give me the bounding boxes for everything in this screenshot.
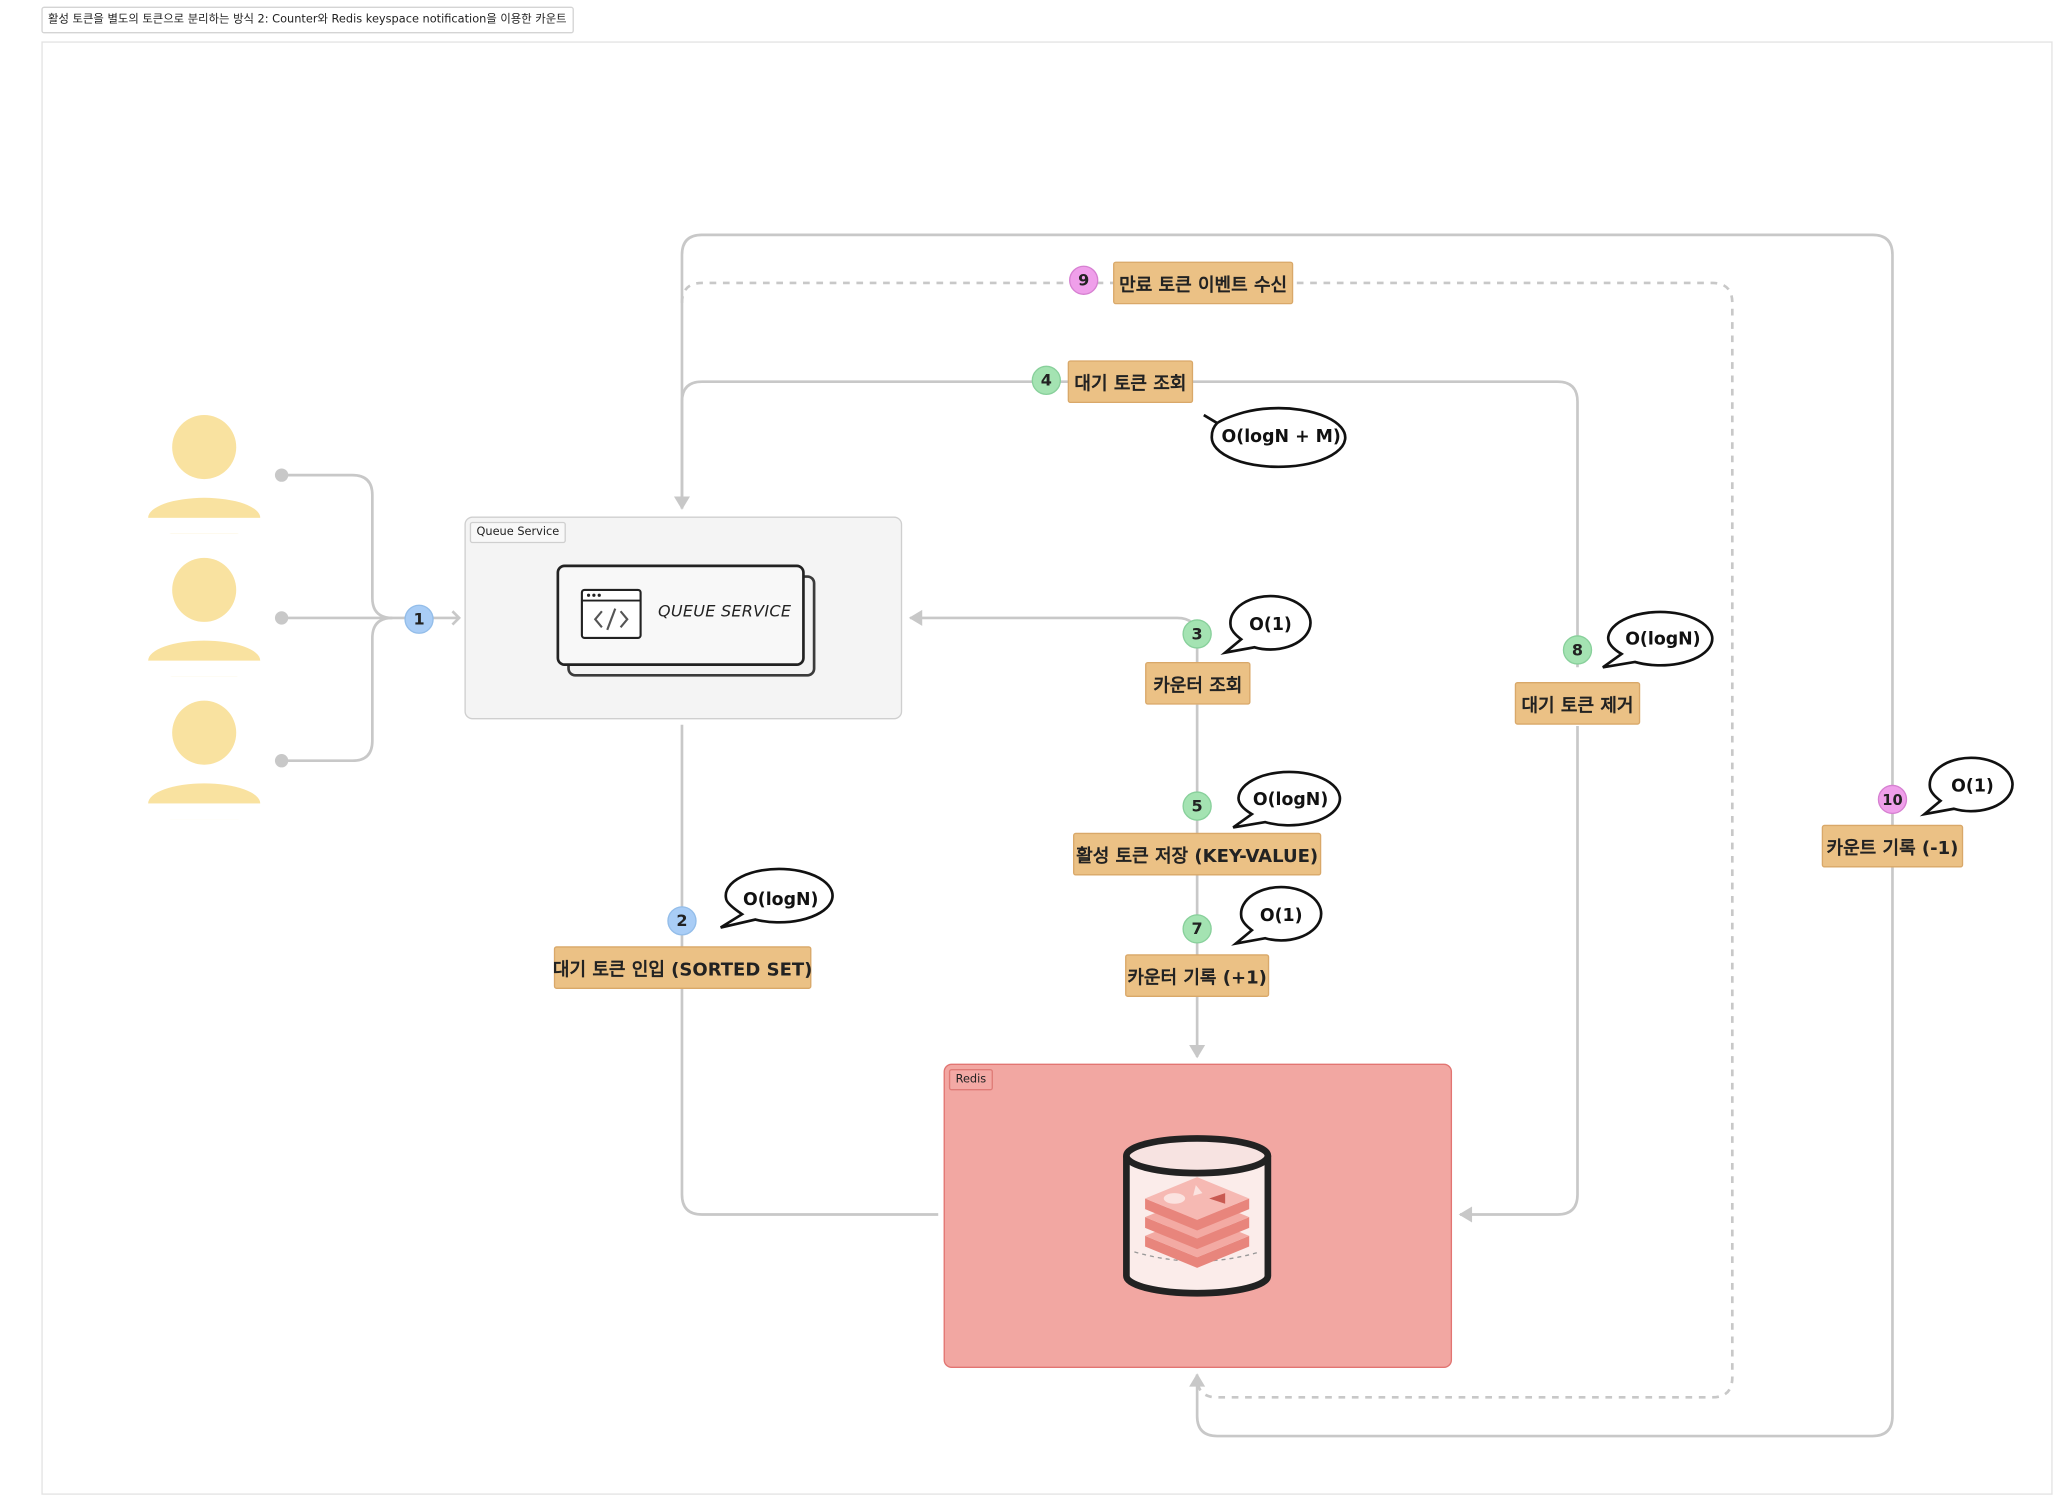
speech-bubble-icon <box>1220 594 1312 655</box>
queue-service-node-label: QUEUE SERVICE <box>657 601 792 621</box>
step-7-badge: 7 <box>1182 914 1212 944</box>
step-9-badge: 9 <box>1069 265 1099 295</box>
step-8-complexity: O(logN) <box>1625 629 1701 650</box>
speech-bubble-icon <box>1919 756 2014 817</box>
speech-bubble-icon <box>1203 406 1347 469</box>
step-4-label: 대기 토큰 조회 <box>1067 360 1194 404</box>
edge-user-1 <box>281 473 393 620</box>
step-7-complexity: O(1) <box>1259 905 1303 926</box>
step-3-badge: 3 <box>1182 619 1212 649</box>
step-3-complexity: O(1) <box>1249 614 1292 635</box>
code-window-icon <box>580 588 642 640</box>
step-5-badge: 5 <box>1182 791 1212 821</box>
step-5-label: 활성 토큰 저장 (KEY-VALUE) <box>1073 832 1322 876</box>
redis-group-tag: Redis <box>948 1069 993 1091</box>
speech-bubble-icon <box>1231 885 1323 946</box>
redis-database-icon <box>1123 1135 1272 1297</box>
user-1-icon <box>144 415 265 534</box>
step-7-label: 카운터 기록 (+1) <box>1125 954 1270 997</box>
step-2-badge: 2 <box>667 906 697 936</box>
edge-step-8 <box>1458 726 1579 1223</box>
edge-step-3 <box>908 609 1199 668</box>
step-10-label: 카운트 기록 (-1) <box>1821 824 1964 868</box>
step-9-label: 만료 토큰 이벤트 수신 <box>1113 261 1294 305</box>
step-4-badge: 4 <box>1031 365 1062 396</box>
user-3-icon <box>144 700 265 820</box>
step-2-label: 대기 토큰 인입 (SORTED SET) <box>553 946 812 989</box>
step-10-badge: 10 <box>1877 784 1908 815</box>
step-10-complexity: O(1) <box>1951 776 1994 797</box>
speech-bubble-icon <box>1602 610 1714 669</box>
queue-service-group-tag: Queue Service <box>469 521 566 544</box>
step-8-badge: 8 <box>1562 635 1593 665</box>
user-2-icon <box>144 557 265 677</box>
step-5-complexity: O(logN) <box>1252 789 1329 810</box>
speech-bubble-icon <box>1232 770 1342 829</box>
edge-step-2 <box>680 724 939 1216</box>
step-4-complexity: O(logN + M) <box>1221 426 1341 447</box>
speech-bubble-icon <box>719 867 834 929</box>
queue-service-group[interactable]: Queue Service <box>464 516 903 720</box>
step-3-label: 카운터 조회 <box>1145 661 1251 705</box>
edge-step-9 <box>680 281 1734 1399</box>
step-2-complexity: O(logN) <box>743 889 819 910</box>
page-title: 활성 토큰을 별도의 토큰으로 분리하는 방식 2: Counter와 Redi… <box>41 6 574 34</box>
edge-user-3 <box>281 616 393 763</box>
step-8-label: 대기 토큰 제거 <box>1514 681 1641 725</box>
step-1-badge: 1 <box>404 604 434 634</box>
